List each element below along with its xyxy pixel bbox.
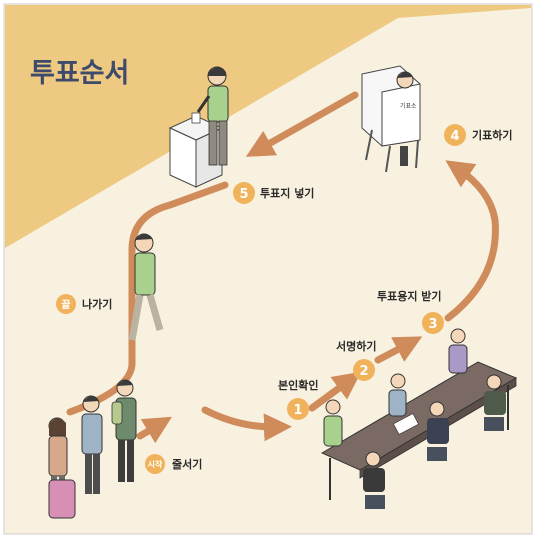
arrow-to-step5 [245,91,359,157]
step-badge-3 [422,312,444,334]
step-label-queue: 줄서기 [172,457,202,471]
arrow-to-step2 [308,371,362,412]
step-label-mark-ballot: 기표하기 [472,128,512,142]
arrow-to-step1 [201,406,292,442]
arrow-to-step4 [444,160,499,322]
voting-booth: 기표소 [361,65,421,173]
step-badge-4 [444,124,466,146]
step-3: 3 투표용지 받기 [377,289,444,334]
step-2: 2 서명하기 [336,339,376,381]
booth-sign: 기표소 [400,102,417,110]
step-badge-start-text: 시작 [148,459,163,469]
voter-at-ballot-box [196,66,229,166]
step-label-exit: 나가기 [82,297,112,311]
step-label-receive-ballot: 투표용지 받기 [377,289,442,303]
step-4: 4 기표하기 [444,124,512,146]
step-badge-5 [233,182,255,204]
queue-people [48,379,137,519]
step-badge-end [56,294,76,314]
page-title: 투표순서 [30,58,129,89]
upper-background [5,5,531,248]
step-start: 시작 줄서기 [145,454,202,474]
step-label-sign: 서명하기 [336,339,376,353]
exit-path [66,181,229,416]
step-badge-2 [353,359,375,381]
step-badge-1-text: 1 [293,403,302,418]
step-badge-5-text: 5 [239,187,248,202]
step-label-identity-check: 본인확인 [278,378,318,392]
arrow-to-step3 [374,336,423,364]
staff-and-voters [323,328,506,509]
step-5: 5 투표지 넣기 [233,182,314,204]
step-badge-start [145,454,165,474]
step-badge-2-text: 2 [359,364,368,379]
route-arrows [66,91,499,444]
step-end: 끝 나가기 [56,294,112,314]
step-badge-end-text: 끝 [61,299,70,311]
step-badge-4-text: 4 [450,129,459,144]
arrow-queue [136,416,173,444]
exit-walker [128,233,164,341]
step-badge-1 [287,398,309,420]
step-badge-3-text: 3 [428,317,437,332]
step-1: 1 본인확인 [278,378,318,420]
step-label-insert-ballot: 투표지 넣기 [260,186,314,200]
